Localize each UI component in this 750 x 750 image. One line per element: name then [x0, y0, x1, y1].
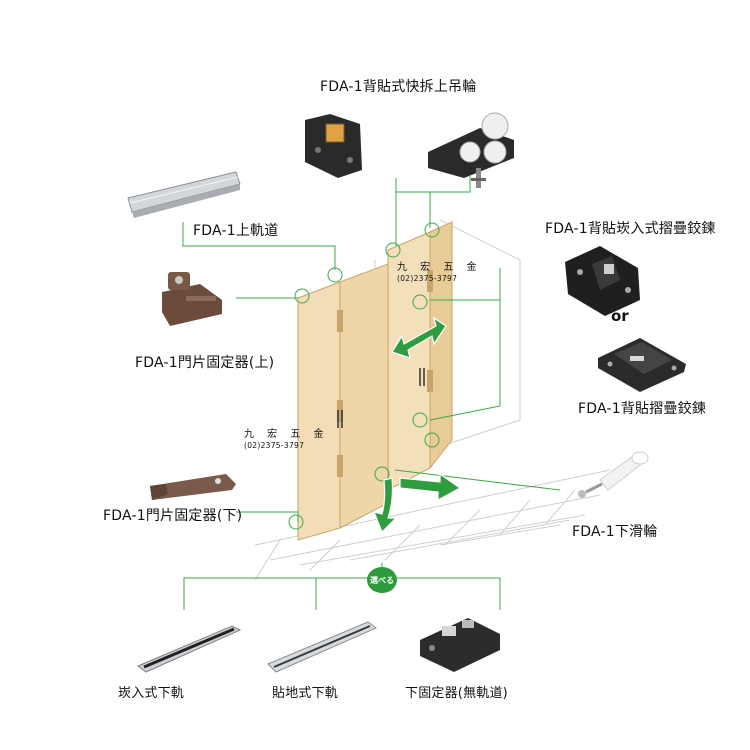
panel-hinges	[337, 270, 433, 477]
insert-hinge-image	[565, 246, 640, 316]
fold-arrow-diagonal	[391, 316, 447, 359]
door-panel-1	[297, 281, 341, 541]
label-insert-hinge: FDA-1背貼崁入式摺疊鉸鍊	[545, 221, 716, 237]
door-handles	[337, 368, 425, 428]
label-option-insert-track: 崁入式下軌	[118, 686, 185, 701]
top-roller-wheels-image	[428, 112, 514, 188]
stamp-upper-phone: (02)2375-3797	[397, 274, 458, 283]
lower-stopper-image	[150, 474, 236, 500]
top-track-image	[127, 171, 241, 218]
stamp-upper-name: 九 宏 五 金	[397, 262, 482, 273]
door-panel-2	[339, 263, 389, 529]
stamp-lower-name: 九 宏 五 金	[244, 429, 329, 440]
slide-arrow-right	[399, 472, 462, 502]
label-top-roller: FDA-1背貼式快拆上吊輪	[320, 79, 477, 95]
stamp-lower-phone: (02)2375-3797	[244, 441, 305, 450]
option-surface-track-image	[267, 621, 377, 673]
motion-arrows	[373, 316, 462, 534]
callout-circles	[288, 222, 440, 530]
label-lower-stopper: FDA-1門片固定器(下)	[103, 508, 243, 524]
stamp-upper: 九 宏 五 金 (02)2375-3797	[397, 262, 482, 284]
label-top-track: FDA-1上軌道	[193, 223, 279, 239]
stamp-lower: 九 宏 五 金 (02)2375-3797	[244, 429, 329, 451]
choose-badge: 選べる	[367, 567, 397, 593]
surface-hinge-image	[598, 338, 686, 392]
label-option-floor-fixer: 下固定器(無軌道)	[405, 686, 508, 701]
option-floor-fixer-image	[420, 618, 500, 672]
option-insert-track-image	[137, 625, 242, 673]
label-bottom-roller: FDA-1下滑輪	[572, 524, 658, 540]
callout-lines	[182, 176, 561, 610]
top-roller-bracket-image	[305, 114, 362, 178]
label-upper-stopper: FDA-1門片固定器(上)	[135, 355, 275, 371]
label-surface-hinge: FDA-1背貼摺疊鉸鍊	[578, 401, 707, 417]
upper-stopper-image	[162, 272, 222, 326]
door-panel-4	[429, 221, 453, 470]
bottom-roller-image	[578, 451, 649, 498]
floor-lines	[254, 469, 611, 581]
swing-arrow-down	[373, 477, 398, 534]
label-or: or	[611, 307, 629, 325]
label-option-surface-track: 貼地式下軌	[272, 686, 339, 701]
